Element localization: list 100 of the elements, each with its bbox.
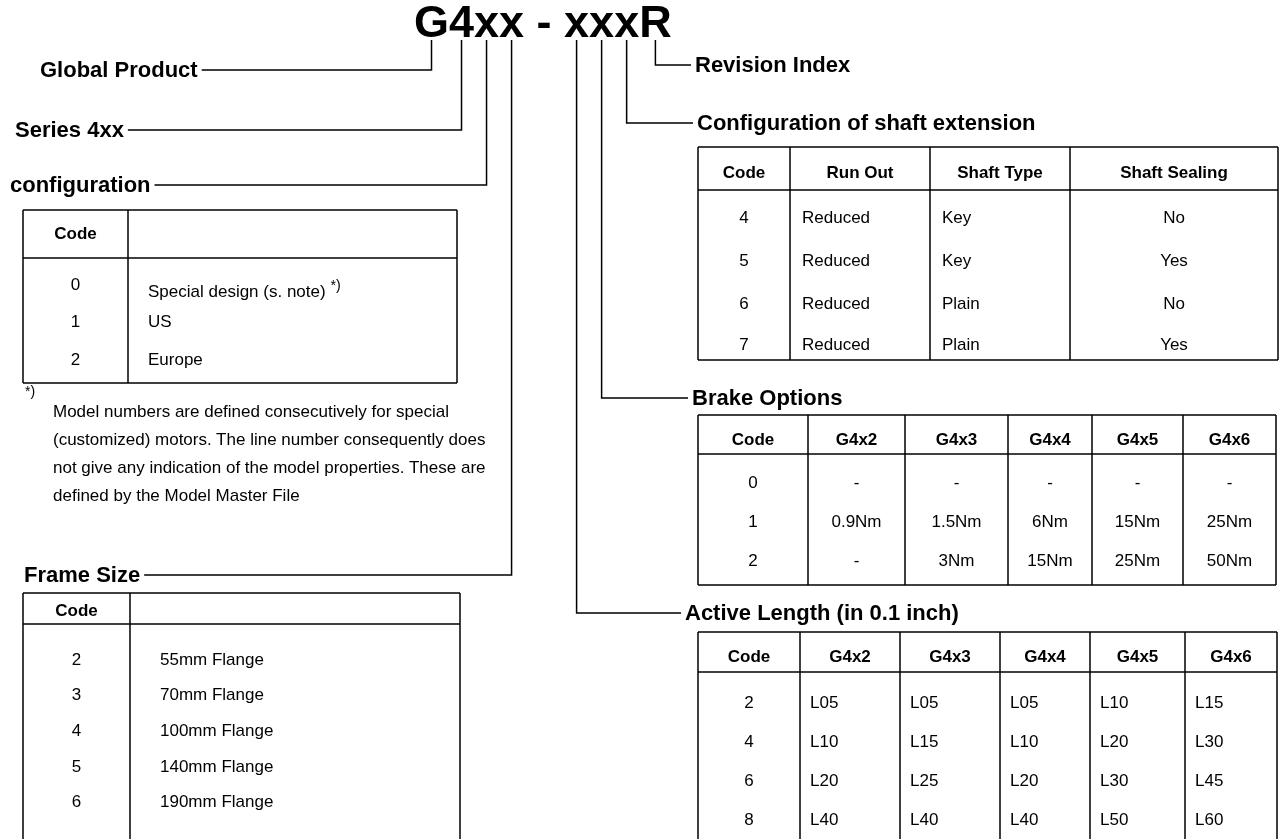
table-cell-text: L40 — [809, 809, 840, 831]
column-header: G4x3 — [928, 646, 972, 668]
leader-line — [600, 39, 689, 399]
part-number-code: G4xx - xxxR — [414, 0, 672, 48]
table-cell-text: L40 — [909, 809, 940, 831]
table-cell-text: - — [1133, 472, 1142, 494]
table-cell-text: 190mm Flange — [159, 791, 275, 813]
table-cell-text: Reduced — [801, 334, 872, 356]
table-cell-text: L10 — [1099, 692, 1130, 714]
column-header: Code — [54, 600, 99, 622]
table-cell-text: 8 — [743, 809, 755, 831]
section-heading: Frame Size — [24, 562, 141, 588]
table-cell-text: No — [1162, 293, 1186, 315]
table-cell-text: - — [952, 472, 961, 494]
table-cell-text: L25 — [909, 770, 940, 792]
table-cell-text: 0.9Nm — [830, 511, 883, 533]
table-cell-text: 2 — [743, 692, 755, 714]
column-header: Shaft Type — [956, 162, 1044, 184]
table-cell-text: L50 — [1099, 809, 1130, 831]
leader-line — [153, 39, 488, 186]
table-cell-text: 1 — [747, 511, 759, 533]
table-cell-text: 4 — [738, 207, 750, 229]
section-heading: Configuration of shaft extension — [697, 110, 1036, 136]
table-cell-text: 2 — [70, 649, 83, 671]
column-header: Run Out — [825, 162, 895, 184]
leader-line — [127, 39, 463, 131]
column-header: Code — [726, 646, 772, 668]
table-cell-text: 6 — [743, 770, 755, 792]
section-heading: Series 4xx — [15, 117, 124, 143]
table-cell-text: L30 — [1099, 770, 1130, 792]
table-cell-text: 55mm Flange — [159, 649, 265, 671]
table-cell-text: - — [1225, 472, 1234, 494]
table-cell-text: 3 — [70, 684, 83, 706]
table-cell-text: 4 — [70, 720, 83, 742]
table-cell-text: Key — [941, 207, 973, 229]
leader-line — [200, 39, 433, 71]
table-cell-text: Plain — [941, 293, 981, 315]
section-heading: Active Length (in 0.1 inch) — [685, 600, 959, 626]
table-cell-text: Plain — [941, 334, 981, 356]
table-cell-text: Reduced — [801, 207, 872, 229]
table-cell-text: 6Nm — [1031, 511, 1069, 533]
table-cell-text: L15 — [1194, 692, 1225, 714]
table-cell-text: L60 — [1194, 809, 1225, 831]
table-cell-text: L15 — [909, 731, 940, 753]
table-cell-text: 0 — [747, 472, 759, 494]
table-cell-text: 5 — [70, 756, 83, 778]
table-cell-text: 15Nm — [1113, 511, 1162, 533]
table-cell-text: No — [1162, 207, 1186, 229]
table-cell-text: 100mm Flange — [159, 720, 275, 742]
leader-line — [625, 39, 694, 124]
column-header: G4x4 — [1028, 429, 1072, 451]
table-cell-text: L05 — [809, 692, 840, 714]
table-cell-text: L30 — [1194, 731, 1225, 753]
table-cell-text: L20 — [1099, 731, 1130, 753]
table-cell-text: Key — [941, 250, 973, 272]
table-cell-text: 70mm Flange — [159, 684, 265, 706]
table-cell-text: - — [1046, 472, 1054, 494]
table-cell-text: Europe — [147, 349, 204, 371]
table-cell-text: 25Nm — [1205, 511, 1254, 533]
footnote-mark: *) — [25, 383, 36, 399]
table-cell-text: 6 — [70, 791, 83, 813]
table-cell-text: L20 — [809, 770, 840, 792]
leader-line — [575, 39, 682, 614]
column-header: G4x5 — [1115, 429, 1160, 451]
table-cell-text: 7 — [738, 334, 750, 356]
column-header: Code — [721, 162, 767, 184]
table-cell-text: L40 — [1009, 809, 1040, 831]
table-cell-text: - — [852, 550, 861, 572]
table-cell-text: 1.5Nm — [930, 511, 983, 533]
table-cell-text: L20 — [1009, 770, 1040, 792]
table-cell-text: 50Nm — [1205, 550, 1254, 572]
section-heading: Brake Options — [692, 385, 843, 411]
table-cell-text: 5 — [738, 250, 750, 272]
table-cell-text: 0 — [69, 274, 82, 296]
column-header: G4x6 — [1207, 429, 1252, 451]
table-cell-text: 3Nm — [937, 550, 976, 572]
column-header: Shaft Sealing — [1119, 162, 1229, 184]
table-cell-text: US — [147, 311, 173, 333]
column-header: Code — [53, 223, 98, 245]
table-cell-text: Reduced — [801, 250, 872, 272]
table-cell-text: Reduced — [801, 293, 872, 315]
leader-line — [143, 39, 513, 576]
table-cell-text: 140mm Flange — [159, 756, 275, 778]
leader-line — [654, 39, 692, 66]
table-cell-text: 4 — [743, 731, 755, 753]
table-cell-text: 2 — [69, 349, 82, 371]
table-cell-text: 25Nm — [1113, 550, 1162, 572]
table-cell-text: Yes — [1159, 250, 1189, 272]
column-header: G4x2 — [828, 646, 872, 668]
column-header: G4x5 — [1115, 646, 1160, 668]
footnote-text: Model numbers are defined consecutively for special (customized) motors. The line number consequently does not give any indication of the model properties. These are defined by the Model Master File — [53, 401, 487, 507]
column-header: G4x6 — [1209, 646, 1253, 668]
table-cell-text: L10 — [1009, 731, 1040, 753]
table-cell-text: L45 — [1194, 770, 1225, 792]
table-cell-text: 15Nm — [1026, 550, 1074, 572]
table-cell-text: - — [852, 472, 861, 494]
table-cell-text: L05 — [1009, 692, 1040, 714]
table-cell-text: 6 — [738, 293, 750, 315]
column-header: G4x3 — [934, 429, 979, 451]
table-cell-text: L10 — [809, 731, 840, 753]
